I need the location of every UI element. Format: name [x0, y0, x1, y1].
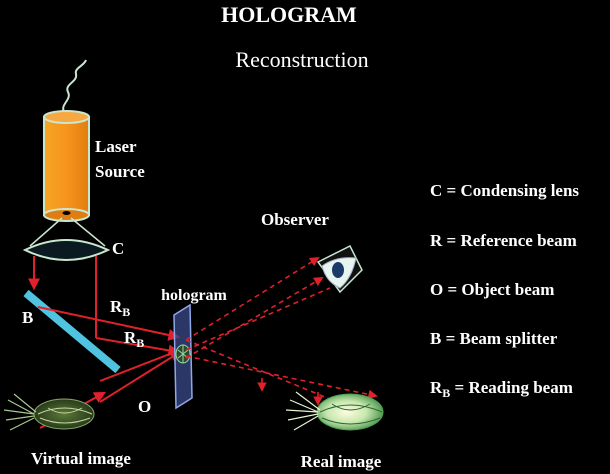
legend-item-condensing: C = Condensing lens [430, 181, 579, 200]
divergence-line-left [29, 217, 63, 247]
legend-item-reference: R = Reference beam [430, 231, 577, 250]
rb-label-top: RB [110, 297, 130, 319]
observer-label: Observer [261, 210, 329, 229]
object-beam-label: O [138, 397, 151, 416]
ray-to-observer-1 [185, 256, 320, 341]
real-image-squid-icon [285, 391, 384, 431]
condensing-lens-icon [22, 239, 111, 261]
page-title: HOLOGRAM [221, 2, 357, 27]
rb-label-mid: RB [124, 328, 144, 350]
object-beam-lower [99, 350, 183, 403]
reading-beam-mid [95, 337, 181, 357]
object-beam-upper [99, 347, 183, 382]
laser-cable [62, 59, 87, 113]
observer-eye-icon [316, 244, 363, 294]
hologram-label: hologram [161, 287, 227, 304]
legend-item-object: O = Object beam [430, 280, 554, 299]
virtual-image-label: Virtual image [31, 449, 131, 468]
ray-to-real-2 [185, 355, 378, 400]
hologram-pattern-icon [175, 344, 191, 364]
legend-item-reading: RB = Reading beam [430, 378, 573, 400]
legend: C = Condensing lens R = Reference beam O… [430, 181, 579, 400]
divergence-line-right [70, 217, 106, 247]
laser-label-line2: Source [95, 162, 145, 181]
laser-label-line1: Laser [95, 137, 137, 156]
legend-item-splitter: B = Beam splitter [430, 329, 558, 348]
condenser-label: C [112, 239, 124, 258]
beam-splitter-icon [23, 289, 121, 374]
reading-beam-top [37, 306, 181, 341]
real-image-label: Real image [301, 452, 382, 471]
laser-source-icon [43, 110, 90, 222]
splitter-label: B [22, 308, 33, 327]
virtual-image-squid-icon [3, 393, 95, 431]
page-subtitle: Reconstruction [235, 47, 368, 72]
ray-to-observer-3 [185, 287, 331, 351]
